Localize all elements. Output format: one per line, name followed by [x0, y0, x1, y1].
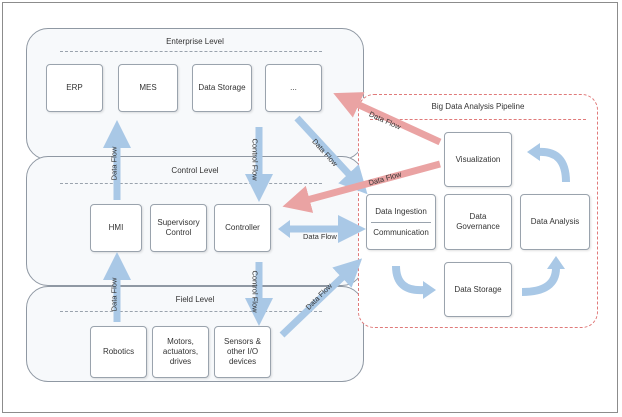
erp-box: ERP	[46, 64, 103, 112]
pipeline-data-storage-box: Data Storage	[444, 262, 512, 317]
data-analysis-box: Data Analysis	[520, 194, 590, 250]
label-control-flow-lower: Control Flow	[250, 270, 260, 313]
data-flow-arrowhead-left	[278, 220, 290, 238]
enterprise-level-title: Enterprise Level	[166, 37, 224, 46]
data-governance-box: Data Governance	[444, 194, 512, 250]
enterprise-divider	[60, 51, 322, 52]
label-control-flow-upper: Control Flow	[250, 138, 260, 181]
loop-arrow-analysis-to-visualization	[537, 147, 570, 183]
hmi-box: HMI	[90, 204, 142, 252]
ellipsis-box: ...	[265, 64, 322, 112]
sensors-box: Sensors & other I/O devices	[214, 326, 271, 378]
data-flow-arrow-enterprise-to-ingestion	[294, 115, 368, 195]
supervisory-control-box: Supervisory Control	[150, 204, 207, 252]
field-level-title: Field Level	[175, 295, 215, 304]
robotics-box: Robotics	[90, 326, 147, 378]
ingestion-separator	[371, 221, 431, 223]
label-data-flow-left-upper: Data Flow	[109, 146, 119, 181]
data-flow-arrow-field-to-ingestion	[279, 258, 363, 338]
data-flow-arrow-visualization-to-enterprise	[333, 92, 442, 146]
loop-arrowhead-bottom-right	[547, 256, 565, 269]
control-level-title: Control Level	[171, 166, 219, 175]
loop-arrow-storage-to-analysis	[521, 267, 560, 296]
field-divider	[60, 311, 322, 312]
controller-box: Controller	[214, 204, 271, 252]
motors-box: Motors, actuators, drives	[152, 326, 209, 378]
label-data-flow-left-lower: Data Flow	[109, 277, 119, 312]
data-ingestion-label: Data Ingestion	[375, 206, 427, 216]
enterprise-data-storage-box: Data Storage	[192, 64, 252, 112]
label-data-flow-horizontal: Data Flow	[303, 232, 337, 241]
pipeline-title: Big Data Analysis Pipeline	[431, 102, 525, 111]
control-divider	[60, 183, 322, 184]
data-flow-arrow-visualization-to-controller	[282, 160, 441, 213]
loop-arrow-ingestion-to-storage	[392, 265, 425, 295]
visualization-box: Visualization	[444, 132, 512, 187]
loop-arrowhead-bottom-left	[423, 281, 436, 299]
mes-box: MES	[118, 64, 178, 112]
loop-arrowhead-top	[527, 143, 540, 161]
data-ingestion-box: Data Ingestion Communication	[366, 194, 436, 250]
pipeline-divider	[370, 119, 586, 120]
communication-label: Communication	[373, 227, 429, 237]
